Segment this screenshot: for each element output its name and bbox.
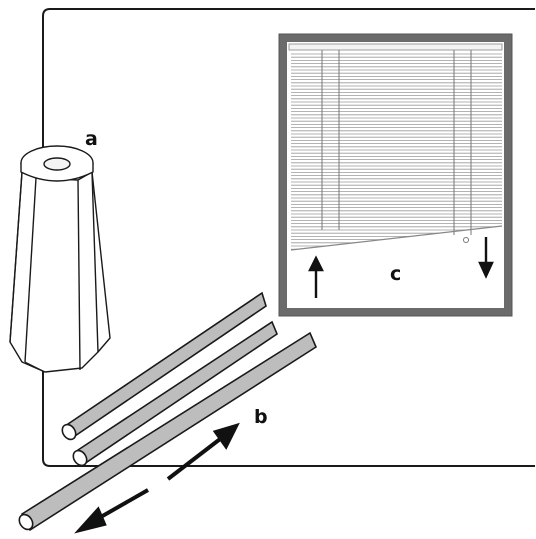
component-a-bracket	[9, 145, 111, 373]
blind-bottom-edge	[290, 225, 503, 251]
rod-1	[61, 291, 267, 441]
blind-slats	[291, 53, 502, 250]
rod-2	[72, 320, 278, 467]
component-b-rods	[18, 291, 318, 532]
blind-ladder-strings	[321, 50, 472, 235]
arrow-up-icon	[308, 255, 324, 298]
cord-tassel	[463, 237, 469, 243]
blind-headrail	[288, 43, 503, 51]
component-c-window	[278, 33, 513, 317]
label-c: c	[390, 263, 401, 285]
label-b: b	[254, 406, 268, 428]
slide-arrow	[74, 422, 240, 534]
tube-bore	[43, 157, 71, 171]
arrow-down-icon	[478, 237, 494, 279]
label-a: a	[85, 128, 98, 150]
rod-3	[18, 331, 318, 532]
